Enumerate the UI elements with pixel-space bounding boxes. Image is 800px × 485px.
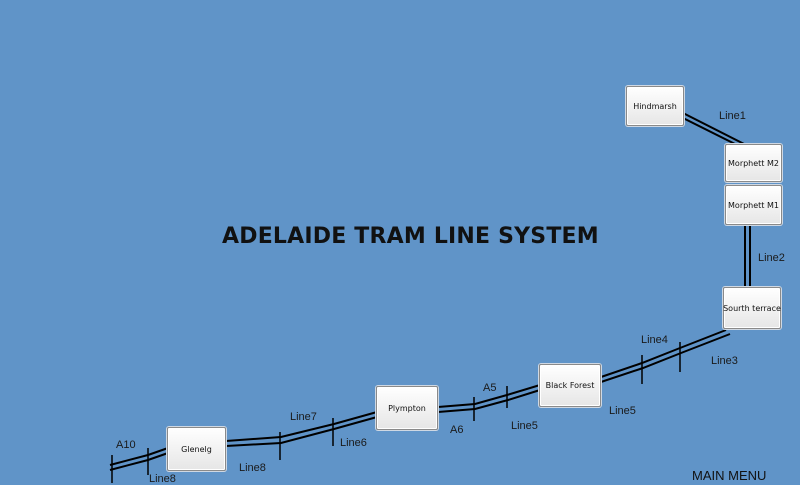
station-morphett-m2-button[interactable]: Morphett M2 <box>725 144 782 182</box>
track-label-a6: A6 <box>450 424 464 436</box>
track-label-line8: Line8 <box>239 462 266 474</box>
station-plympton-label: Plympton <box>388 403 426 413</box>
track-label-line1: Line1 <box>719 110 746 122</box>
station-south-terrace-button[interactable]: Sourth terrace <box>723 287 781 329</box>
station-morphett-m1-button[interactable]: Morphett M1 <box>725 185 782 225</box>
track-label-line4: Line4 <box>641 334 668 346</box>
main-menu-link[interactable]: MAIN MENU <box>692 468 767 483</box>
track-label-a10: A10 <box>116 439 136 451</box>
station-hindmarsh-label: Hindmarsh <box>633 101 677 111</box>
track-line6-7 <box>225 411 378 447</box>
track-label-line7: Line7 <box>290 411 317 423</box>
track-label-line6: Line6 <box>340 437 367 449</box>
station-black-forest-label: Black Forest <box>545 381 595 390</box>
station-south-terrace-label: Sourth terrace <box>723 303 781 313</box>
track-line2 <box>744 226 751 288</box>
station-glenelg-label: Glenelg <box>181 444 212 454</box>
track-label-a5: A5 <box>483 382 497 394</box>
station-morphett-m1-label: Morphett M1 <box>728 200 779 210</box>
station-plympton-button[interactable]: Plympton <box>376 386 438 430</box>
station-morphett-m2-label: Morphett M2 <box>728 158 779 168</box>
track-label-line8: Line8 <box>149 473 176 485</box>
track-label-line2: Line2 <box>758 252 785 264</box>
station-black-forest-button[interactable]: Black Forest <box>539 364 601 407</box>
track-label-line5: Line5 <box>511 420 538 432</box>
page-title: ADELAIDE TRAM LINE SYSTEM <box>222 224 599 249</box>
track-label-line5: Line5 <box>609 405 636 417</box>
station-hindmarsh-button[interactable]: Hindmarsh <box>626 86 684 126</box>
track-label-line3: Line3 <box>711 355 738 367</box>
track-a10 <box>109 447 169 471</box>
track-line3-4 <box>600 329 731 383</box>
track-line5 <box>437 384 541 413</box>
station-glenelg-button[interactable]: Glenelg <box>167 427 226 471</box>
